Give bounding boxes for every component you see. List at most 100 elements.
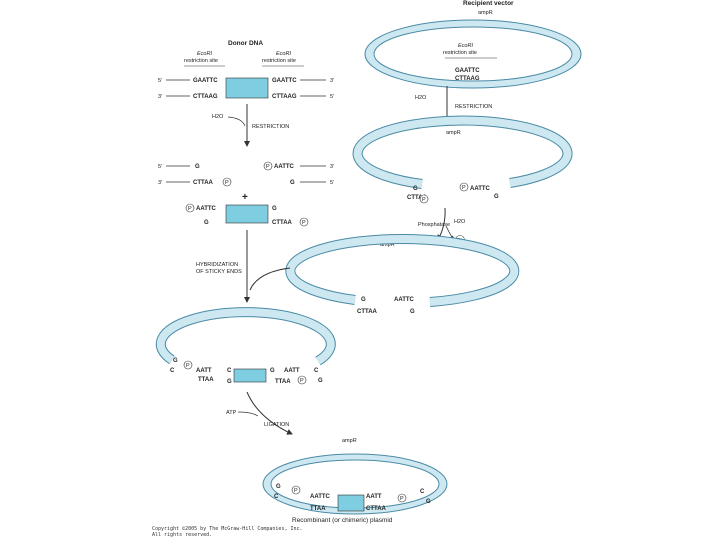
hyb-g-right: G (270, 368, 275, 374)
phosphate-icon (397, 493, 407, 503)
insert-p-right: P (302, 220, 306, 226)
donor-insert (225, 77, 269, 99)
insert-cttaa: CTTAA (272, 220, 293, 226)
hyb-c-right: C (314, 368, 319, 374)
hyb-aatt-right: AATT (284, 368, 300, 374)
donor-seq-bottom-left: CTTAAG (193, 94, 218, 100)
cut-end-5-right: 5′ (330, 180, 334, 186)
phosphate-icon (299, 217, 309, 227)
insert-p-left: P (188, 206, 192, 212)
cut-vector-g2: G (494, 194, 499, 200)
donor-end-5-bottom: 5′ (330, 94, 334, 100)
donor-end-3-top: 3′ (330, 78, 334, 84)
amp-label-1: ampR (478, 10, 493, 16)
rec-aattc: AATTC (310, 494, 331, 500)
ligation-arrow (246, 391, 293, 435)
insert-aattc: AATTC (196, 206, 217, 212)
dephos-g: G (361, 297, 366, 303)
hybridized-plasmid (155, 307, 336, 366)
cut-left-g: G (195, 164, 200, 170)
vector-h2o-label: H2O (415, 95, 427, 101)
donor-h2o-label: H2O (212, 114, 224, 120)
cut-vector-p2: P (422, 197, 426, 203)
donor-site-label-left-1: EcoRI (197, 51, 212, 57)
vector-seq-bottom: CTTAAG (455, 76, 480, 82)
hyb-g-left: G (173, 358, 178, 364)
rec-gaatt: AATT (366, 494, 382, 500)
phosphate-icon (459, 182, 469, 192)
amp-label-5: ampR (342, 438, 357, 444)
rec-g-left: G (276, 484, 281, 490)
donor-h2o-curve (227, 116, 246, 127)
cut-right-p: P (266, 164, 270, 170)
rec-c-right: C (420, 489, 425, 495)
cut-left-p: P (225, 180, 229, 186)
rec-p-2: P (400, 496, 404, 502)
cut-vector-g: G (413, 186, 418, 192)
hyb-p-2: P (300, 378, 304, 384)
hybridization-label-1: HYBRIDIZATION (196, 262, 238, 268)
hyb-p-1: P (186, 363, 190, 369)
rec-c-left: C (274, 494, 279, 500)
hyb-aatt-left: AATT (196, 368, 212, 374)
phosphate-icon (185, 203, 195, 213)
plus-sign: + (242, 192, 248, 203)
vector-ring-cut (352, 115, 573, 189)
donor-end-3-bottom: 3′ (158, 94, 162, 100)
vector-ring-dephosphorylated (285, 233, 520, 307)
phosphate-icon (263, 161, 273, 171)
donor-seq-bottom-right: CTTAAG (272, 94, 297, 100)
hybridized-insert (233, 368, 267, 383)
donor-end-5-top: 5′ (158, 78, 162, 84)
rec-g-right: G (426, 499, 431, 505)
amp-label-2: ampR (446, 130, 461, 136)
donor-dna-title: Donor DNA (228, 40, 263, 47)
vector-site-label-2: restriction site (443, 50, 477, 56)
rec-cttaa: CTTAA (366, 506, 387, 512)
vector-seq-top: GAATTC (455, 68, 480, 74)
cut-vector-cttaa: CTTAA (407, 195, 428, 201)
atp-label: ATP (226, 410, 237, 416)
phosphatase-label: Phosphatase (418, 222, 450, 228)
cut-end-3-right: 3′ (330, 164, 334, 170)
dephos-g2: G (410, 309, 415, 315)
donor-site-label-right-1: EcoRI (276, 51, 291, 57)
vector-join-curve (249, 267, 291, 291)
hyb-ttaa-right: TTAA (275, 379, 291, 385)
phosphate-icon (183, 360, 193, 370)
hyb-c-left: C (170, 368, 175, 374)
insert-g-right: G (272, 206, 277, 212)
recipient-vector-title: Recipient vector (463, 0, 514, 7)
phosphate-icon (291, 485, 301, 495)
rec-p-1: P (294, 488, 298, 494)
hyb-ttaa-left: TTAA (198, 377, 214, 383)
phosphatase-h2o-label: H2O (454, 219, 466, 225)
cut-right-g: G (290, 180, 295, 186)
copyright-line-2: All rights reserved. (152, 532, 213, 538)
hyb-g-insert: G (227, 379, 232, 385)
cut-right-aattc: AATTC (274, 164, 295, 170)
hyb-c-insert: C (227, 368, 232, 374)
donor-site-label-left-2: restriction site (184, 58, 218, 64)
dephos-cttaa: CTTAA (357, 309, 378, 315)
amp-label-3: ampR (380, 242, 395, 248)
vector-site-label-1: EcoRI (458, 43, 473, 49)
dephos-aattc: AATTC (394, 297, 415, 303)
recombinant-caption: Recombinant (or chimeric) plasmid (292, 517, 393, 524)
cut-vector-aatt: AATTC (470, 186, 491, 192)
donor-site-label-right-2: restriction site (262, 58, 296, 64)
ligation-label: LIGATION (264, 422, 289, 428)
atp-curve (237, 411, 259, 417)
cut-end-5: 5′ (158, 164, 162, 170)
donor-seq-top-left: GAATTC (193, 78, 218, 84)
cut-left-cttaa: CTTAA (193, 180, 214, 186)
copyright-line-1: Copyright ©2005 by The McGraw-Hill Compa… (152, 526, 303, 532)
hybridization-label-2: OF STICKY ENDS (196, 269, 242, 275)
rec-ttaag: TTAA (310, 506, 326, 512)
donor-restriction-label: RESTRICTION (252, 124, 289, 130)
vector-ring-intact (364, 19, 582, 89)
insert-g-left: G (204, 220, 209, 226)
hyb-g-right-end: G (318, 378, 323, 384)
